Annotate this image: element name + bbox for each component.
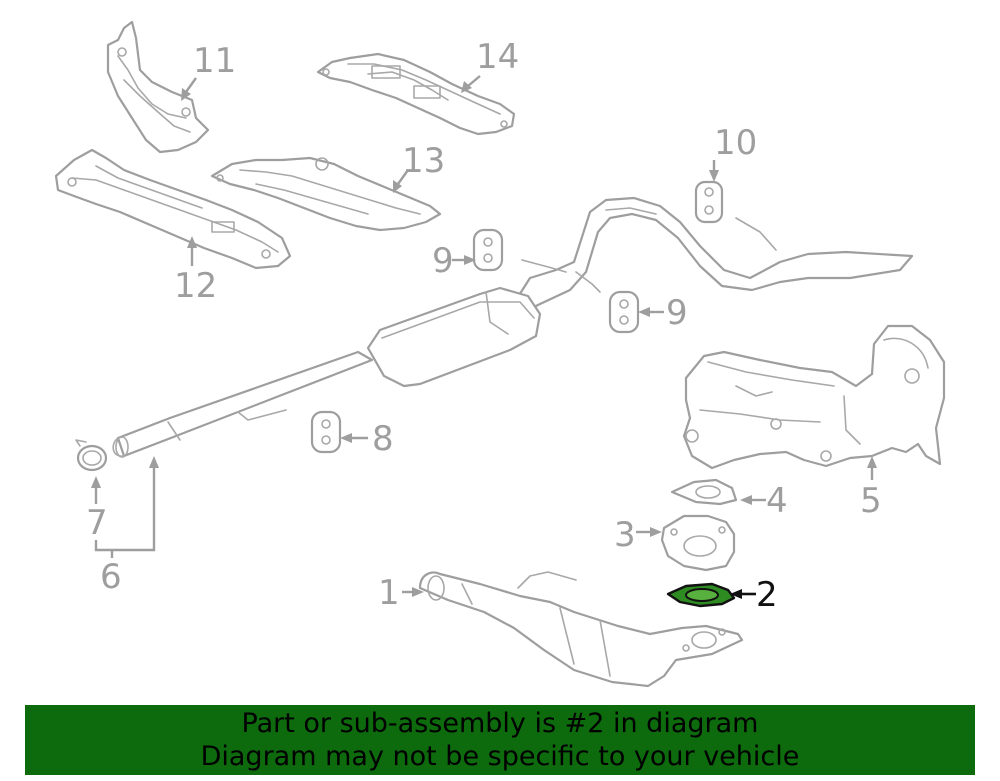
part-5-manifold-converter bbox=[682, 324, 946, 470]
callout-2: 2 bbox=[756, 575, 778, 615]
exhaust-parts-diagram: 11 14 12 13 bbox=[54, 20, 946, 688]
part-12-heat-shield bbox=[54, 148, 292, 270]
callout-7: 7 bbox=[86, 503, 108, 543]
info-banner: Part or sub-assembly is #2 in diagram Di… bbox=[25, 705, 975, 775]
part-7-clamp bbox=[75, 439, 108, 472]
callout-1: 1 bbox=[378, 573, 400, 613]
banner-line-1: Part or sub-assembly is #2 in diagram bbox=[241, 708, 759, 739]
callout-6: 6 bbox=[100, 557, 122, 597]
callout-10: 10 bbox=[714, 123, 757, 163]
muffler-assembly bbox=[112, 286, 542, 458]
part-9-hanger-right bbox=[608, 290, 640, 334]
callout-13: 13 bbox=[402, 141, 445, 181]
callout-9-right: 9 bbox=[666, 293, 688, 333]
part-3-flange bbox=[660, 514, 736, 572]
part-1-front-pipe-converter bbox=[418, 571, 744, 688]
part-8-hanger bbox=[310, 410, 342, 454]
part-14-underbody-shield bbox=[316, 52, 516, 136]
part-9-hanger-left bbox=[472, 228, 504, 272]
callout-11: 11 bbox=[193, 41, 236, 81]
rear-exhaust-pipe bbox=[514, 196, 914, 314]
callout-14: 14 bbox=[476, 37, 519, 77]
callout-12: 12 bbox=[174, 266, 217, 306]
banner-line-2: Diagram may not be specific to your vehi… bbox=[200, 741, 800, 772]
callout-5: 5 bbox=[860, 481, 882, 521]
callout-3: 3 bbox=[614, 515, 636, 555]
part-11-heat-shield bbox=[106, 20, 210, 154]
part-13-heat-shield bbox=[210, 156, 442, 232]
callout-9-left: 9 bbox=[432, 241, 454, 281]
callout-8: 8 bbox=[372, 419, 394, 459]
callout-4: 4 bbox=[766, 481, 788, 521]
part-2-gasket-highlighted bbox=[666, 582, 736, 608]
part-4-gasket bbox=[670, 478, 738, 506]
part-10-hanger bbox=[694, 180, 724, 224]
